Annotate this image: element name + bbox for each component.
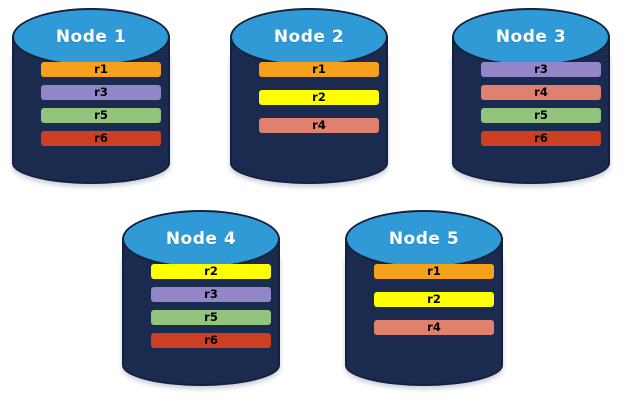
database-node-4[interactable]: Node 4 r2 r3 r5 r6	[122, 210, 280, 392]
replica-bar-r6[interactable]: r6	[41, 131, 161, 146]
replica-list: r1 r3 r5 r6	[41, 62, 161, 146]
replica-label: r2	[204, 263, 218, 278]
node-title: Node 5	[388, 229, 460, 249]
replica-bar-r4[interactable]: r4	[374, 320, 494, 335]
replica-bar-r2[interactable]: r2	[374, 292, 494, 307]
replica-bar-r3[interactable]: r3	[481, 62, 601, 77]
replica-label: r5	[94, 107, 108, 122]
replica-label: r4	[427, 319, 441, 334]
database-node-2[interactable]: Node 2 r1 r2 r4	[230, 8, 388, 190]
replica-bar-r6[interactable]: r6	[481, 131, 601, 146]
replica-bar-r4[interactable]: r4	[259, 118, 379, 133]
replica-list: r3 r4 r5 r6	[481, 62, 601, 146]
replica-label: r6	[94, 130, 108, 145]
replica-label: r3	[204, 286, 218, 301]
node-cylinder-top: Node 1	[12, 8, 170, 66]
node-cylinder-top: Node 2	[230, 8, 388, 66]
node-title: Node 2	[273, 27, 345, 47]
replica-label: r1	[94, 61, 108, 76]
replica-bar-r4[interactable]: r4	[481, 85, 601, 100]
node-cylinder-top: Node 5	[345, 210, 503, 268]
node-title: Node 3	[495, 27, 567, 47]
replica-bar-r5[interactable]: r5	[41, 108, 161, 123]
replica-label: r6	[204, 332, 218, 347]
replica-bar-r3[interactable]: r3	[151, 287, 271, 302]
replica-label: r1	[427, 263, 441, 278]
node-cylinder-top: Node 4	[122, 210, 280, 268]
replica-list: r1 r2 r4	[259, 62, 379, 133]
replica-bar-r2[interactable]: r2	[151, 264, 271, 279]
replica-bar-r1[interactable]: r1	[41, 62, 161, 77]
replica-label: r2	[427, 291, 441, 306]
replica-list: r2 r3 r5 r6	[151, 264, 271, 348]
database-node-5[interactable]: Node 5 r1 r2 r4	[345, 210, 503, 392]
replica-list: r1 r2 r4	[374, 264, 494, 335]
replica-label: r5	[534, 107, 548, 122]
replica-bar-r6[interactable]: r6	[151, 333, 271, 348]
database-node-1[interactable]: Node 1 r1 r3 r5 r6	[12, 8, 170, 190]
replica-label: r1	[312, 61, 326, 76]
replica-bar-r1[interactable]: r1	[374, 264, 494, 279]
replica-bar-r3[interactable]: r3	[41, 85, 161, 100]
replica-label: r6	[534, 130, 548, 145]
replica-bar-r5[interactable]: r5	[151, 310, 271, 325]
replica-bar-r1[interactable]: r1	[259, 62, 379, 77]
replica-label: r2	[312, 89, 326, 104]
replica-label: r4	[534, 84, 548, 99]
replica-bar-r2[interactable]: r2	[259, 90, 379, 105]
replica-bar-r5[interactable]: r5	[481, 108, 601, 123]
replica-label: r4	[312, 117, 326, 132]
replica-label: r3	[94, 84, 108, 99]
replica-label: r3	[534, 61, 548, 76]
database-node-3[interactable]: Node 3 r3 r4 r5 r6	[452, 8, 610, 190]
node-title: Node 4	[165, 229, 237, 249]
node-cylinder-top: Node 3	[452, 8, 610, 66]
replica-label: r5	[204, 309, 218, 324]
node-title: Node 1	[55, 27, 127, 47]
